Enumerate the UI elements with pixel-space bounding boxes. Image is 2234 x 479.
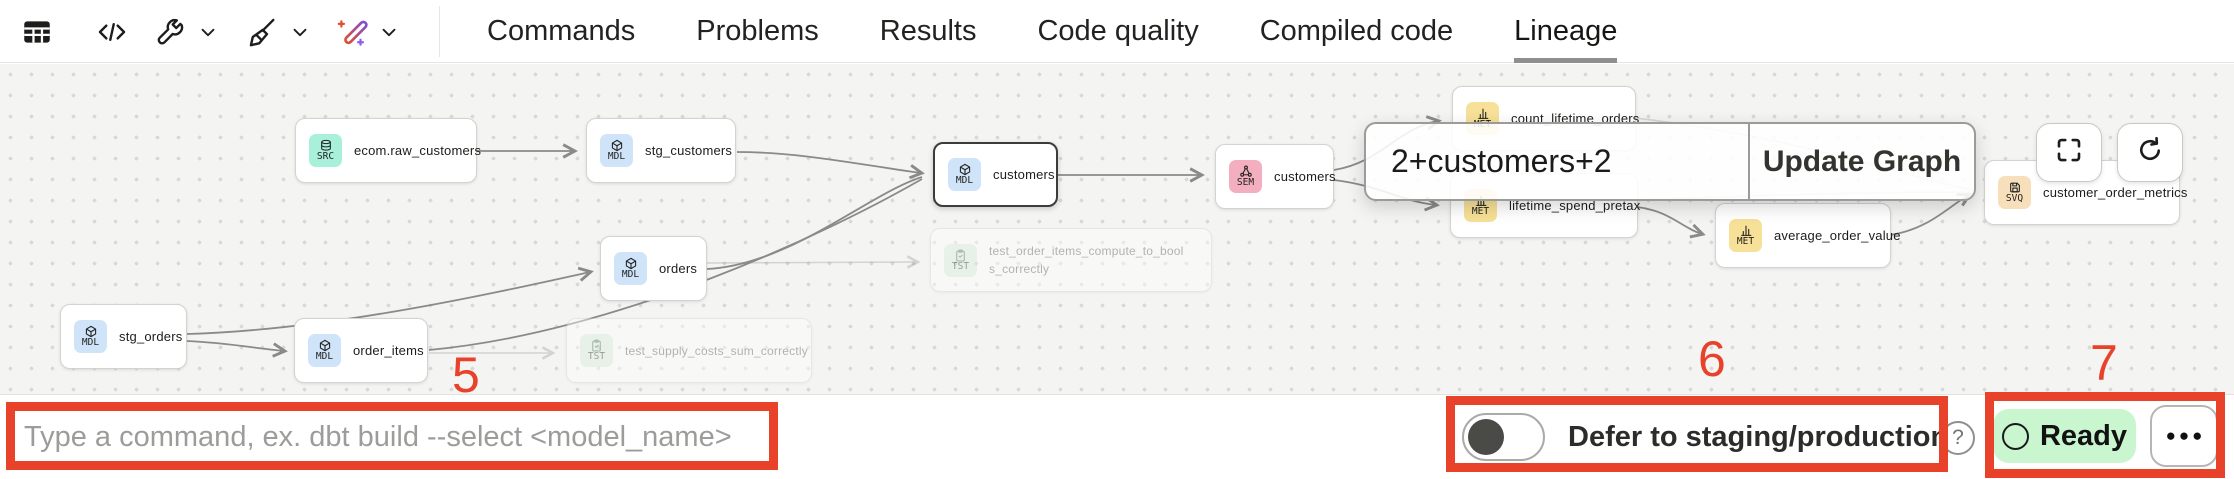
tab-lineage[interactable]: Lineage — [1514, 0, 1618, 63]
lineage-selector-popover: 2+customers+2 Update Graph — [1364, 122, 1976, 201]
test-badge: TST — [944, 243, 977, 277]
lineage-node-order-items[interactable]: MDL order_items — [294, 318, 428, 383]
chevron-down-icon — [378, 21, 400, 43]
cube-icon — [84, 325, 98, 338]
saved-query-badge: SVQ — [1998, 176, 2031, 209]
cleanup-button[interactable] — [244, 0, 311, 63]
status-badge[interactable]: Ready — [1993, 409, 2136, 463]
code-icon — [94, 15, 130, 49]
lineage-node-customers-model[interactable]: MDL customers — [933, 142, 1058, 207]
tab-compiled-code[interactable]: Compiled code — [1259, 14, 1454, 47]
toolbar-divider — [439, 6, 440, 57]
lineage-node-stg-orders[interactable]: MDL stg_orders — [60, 304, 187, 369]
command-input[interactable] — [24, 413, 754, 461]
code-view-button[interactable] — [94, 0, 130, 63]
tab-commands[interactable]: Commands — [487, 14, 636, 47]
database-icon — [319, 139, 333, 152]
lineage-canvas[interactable]: SRC ecom.raw_customers MDL stg_customers… — [0, 64, 2234, 394]
lineage-node-average-order-value[interactable]: MET average_order_value — [1715, 203, 1900, 268]
refresh-icon — [2135, 135, 2165, 170]
lineage-node-customers-semantic[interactable]: SEM customers — [1215, 144, 1336, 209]
lineage-node-stg-customers[interactable]: MDL stg_customers — [586, 118, 736, 183]
defer-toggle[interactable] — [1462, 413, 1545, 461]
floppy-disk-icon — [2008, 181, 2022, 194]
lineage-node-test-order-items[interactable]: TST test_order_items_compute_to_bools_co… — [930, 228, 1212, 292]
clipboard-check-icon — [954, 249, 967, 262]
tab-problems[interactable]: Problems — [696, 14, 819, 47]
lineage-node-orders[interactable]: MDL orders — [600, 236, 707, 301]
fullscreen-icon — [2054, 135, 2084, 170]
metric-badge: MET — [1729, 219, 1762, 252]
source-badge: SRC — [309, 134, 342, 167]
status-ring-icon — [2001, 422, 2029, 450]
bar-chart-icon — [1476, 107, 1490, 120]
wrench-icon — [152, 15, 188, 49]
ai-assist-button[interactable] — [334, 0, 400, 63]
build-tools-button[interactable] — [152, 0, 219, 63]
status-label: Ready — [2039, 419, 2128, 452]
model-badge: MDL — [614, 252, 647, 285]
clipboard-check-icon — [590, 339, 603, 352]
model-badge: MDL — [308, 334, 341, 367]
semantic-badge: SEM — [1229, 160, 1262, 193]
toggle-knob — [1468, 419, 1504, 455]
cube-icon — [610, 139, 624, 152]
panel-tabs: Commands Problems Results Code quality C… — [487, 0, 1618, 63]
tab-results[interactable]: Results — [879, 14, 977, 47]
test-badge: TST — [580, 334, 613, 367]
model-badge: MDL — [74, 320, 107, 353]
defer-toggle-label: Defer to staging/production — [1568, 420, 1949, 453]
cube-icon — [318, 339, 332, 352]
lineage-node-ecom-raw-customers[interactable]: SRC ecom.raw_customers — [295, 118, 481, 183]
table-icon — [20, 15, 54, 49]
model-badge: MDL — [600, 134, 633, 167]
cube-icon — [958, 163, 972, 176]
share-nodes-icon — [1239, 165, 1253, 178]
help-icon[interactable]: ? — [1941, 421, 1975, 455]
chevron-down-icon — [197, 21, 219, 43]
bar-chart-icon — [1739, 224, 1753, 237]
magic-wand-icon — [334, 15, 370, 49]
broom-icon — [244, 15, 280, 49]
more-options-button[interactable]: ●●● — [2150, 405, 2218, 467]
model-badge: MDL — [948, 158, 981, 191]
table-view-button[interactable] — [20, 0, 54, 63]
refresh-graph-button[interactable] — [2117, 123, 2183, 182]
lineage-node-test-supply-costs[interactable]: TST test_supply_costs_sum_correctly — [566, 318, 812, 383]
command-bar: Defer to staging/production ? Ready ●●● — [0, 394, 2234, 478]
fit-view-button[interactable] — [2036, 123, 2102, 182]
editor-tab-bar: Commands Problems Results Code quality C… — [0, 0, 2234, 63]
cube-icon — [624, 257, 638, 270]
chevron-down-icon — [289, 21, 311, 43]
tab-code-quality[interactable]: Code quality — [1037, 14, 1199, 47]
lineage-selector-input[interactable]: 2+customers+2 — [1391, 143, 1612, 179]
update-graph-button[interactable]: Update Graph — [1748, 124, 1974, 199]
ellipsis-icon: ●●● — [2165, 426, 2206, 445]
